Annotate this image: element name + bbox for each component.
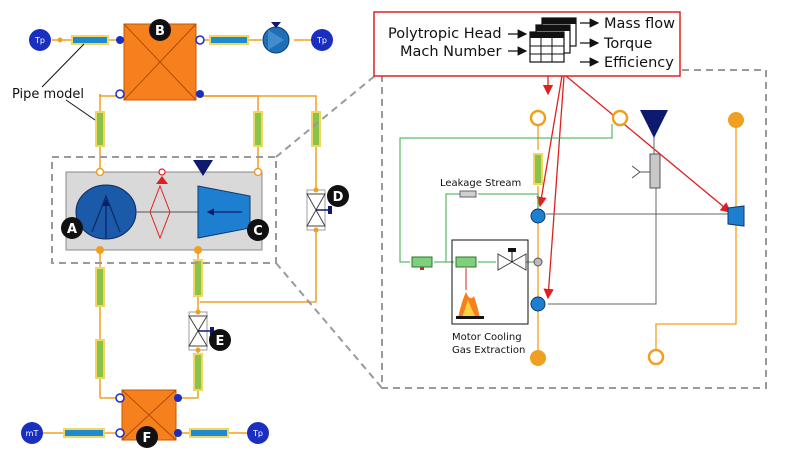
cooling-valve[interactable] — [497, 248, 527, 271]
svg-text:Tp: Tp — [34, 36, 45, 45]
svg-text:E: E — [216, 334, 225, 349]
heat-exchanger-b[interactable] — [115, 23, 205, 101]
flow-element-2[interactable] — [455, 256, 477, 268]
pipe-model-label: Pipe model — [12, 87, 84, 102]
motor-cooling-box — [451, 239, 529, 325]
compressor-stage-2[interactable] — [530, 296, 546, 312]
motor-cooling-label-line2: Gas Extraction — [452, 345, 525, 356]
detail-inlet-port-1[interactable] — [529, 109, 547, 127]
pump-icon[interactable] — [262, 22, 290, 54]
pipe-segment-top-right[interactable] — [209, 35, 249, 45]
svg-text:Tp: Tp — [252, 429, 263, 438]
lookup-table-icon — [529, 17, 577, 63]
signal-lines — [399, 124, 613, 263]
compressor-group-box — [51, 156, 277, 264]
svg-text:F: F — [143, 431, 152, 446]
detail-outlet-port-1[interactable] — [728, 112, 744, 128]
heat-exchanger-f[interactable] — [115, 389, 182, 441]
mach-number-label: Mach Number — [400, 44, 501, 60]
detail-pipe-segment[interactable] — [533, 153, 543, 185]
svg-text:A: A — [67, 222, 77, 237]
boundary-tp-top-left[interactable]: Tp — [29, 29, 51, 51]
boundary-tp-top-right[interactable]: Tp — [311, 29, 333, 51]
badge-f: F — [136, 426, 158, 448]
compressor-stage-1[interactable] — [530, 208, 546, 224]
performance-map-box: Polytropic Head Mach Number Mass flow — [373, 11, 681, 77]
shaft-compressor-icon[interactable] — [727, 205, 745, 227]
detail-inlet-port-2[interactable] — [611, 109, 629, 127]
svg-text:C: C — [253, 224, 263, 239]
detail-outlet-port-2[interactable] — [530, 350, 546, 366]
badge-a: A — [61, 217, 83, 239]
svg-text:Tp: Tp — [316, 36, 327, 45]
valve-d[interactable] — [306, 187, 332, 233]
zoom-connector-lines — [275, 69, 383, 389]
boundary-tp-bottom-right[interactable]: Tp — [247, 422, 269, 444]
svg-text:D: D — [333, 190, 344, 205]
polytropic-head-label: Polytropic Head — [388, 26, 502, 42]
shaft-lines — [546, 130, 728, 305]
detail-orange-lines — [537, 125, 737, 350]
badge-d: D — [327, 185, 349, 207]
vertical-pipe-segments[interactable] — [95, 111, 321, 391]
left-network: Tp B — [12, 19, 349, 448]
flow-element-1[interactable] — [411, 256, 433, 270]
detail-inlet-port-3[interactable] — [647, 348, 665, 366]
efficiency-label: Efficiency — [604, 55, 674, 71]
torque-label: Torque — [603, 36, 652, 52]
leakage-stream-label: Leakage Stream — [440, 178, 521, 189]
pipe-segment-bottom-right[interactable] — [189, 428, 229, 438]
fire-icon — [456, 292, 484, 319]
leakage-orifice[interactable] — [459, 190, 477, 198]
mass-flow-label: Mass flow — [604, 16, 675, 32]
badge-e: E — [209, 329, 231, 351]
compressor-unit[interactable] — [65, 158, 263, 254]
detail-panel: Polytropic Head Mach Number Mass flow — [373, 11, 767, 389]
pipe-segment-bottom-left[interactable] — [63, 428, 105, 438]
pipe-segment-top-left[interactable] — [57, 35, 109, 45]
svg-text:mT: mT — [26, 429, 39, 438]
speed-source-icon — [640, 110, 668, 138]
pipe-model-pointer-2 — [65, 99, 99, 123]
svg-text:B: B — [155, 24, 165, 39]
valve-e[interactable] — [188, 309, 214, 353]
badge-b: B — [149, 19, 171, 41]
badge-c: C — [247, 219, 269, 241]
motor-cooling-label-line1: Motor Cooling — [452, 332, 522, 343]
inertia-icon[interactable] — [631, 153, 661, 189]
pipe-model-pointer — [41, 43, 85, 88]
junction-node — [533, 257, 543, 267]
boundary-mt-bottom-left[interactable]: mT — [21, 422, 43, 444]
map-output-arrows — [536, 75, 732, 300]
detail-panel-box — [381, 69, 767, 389]
